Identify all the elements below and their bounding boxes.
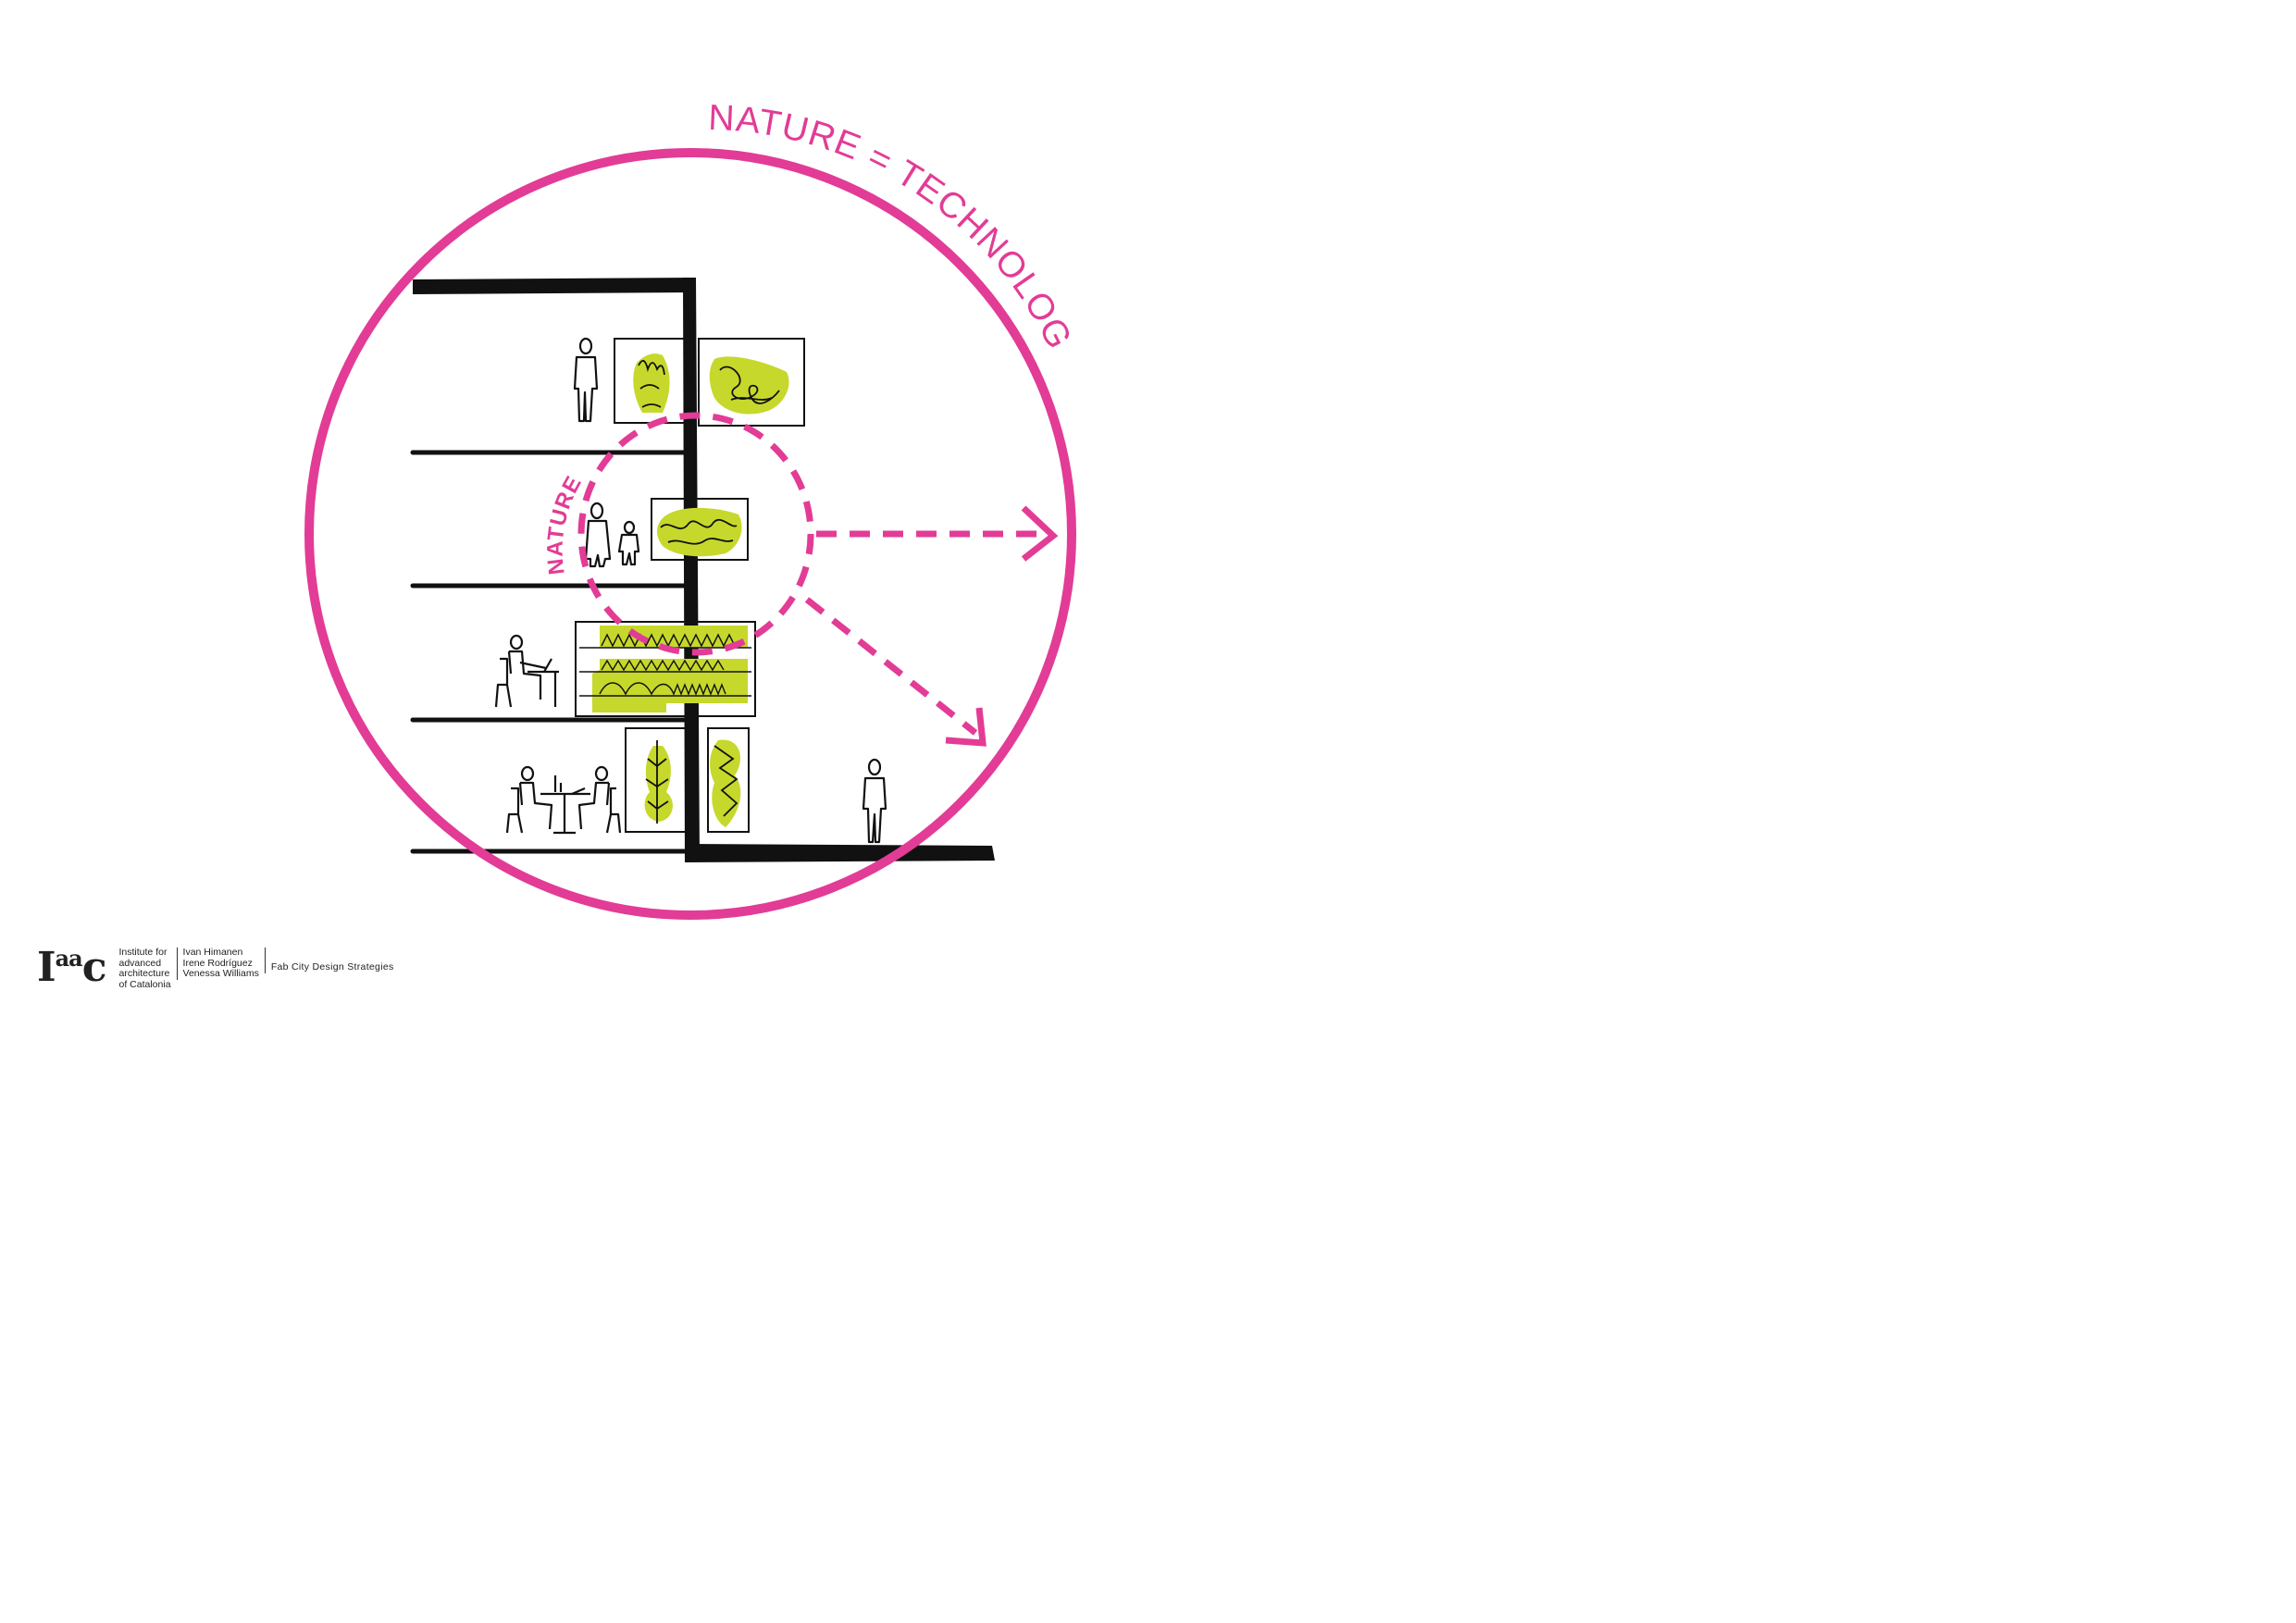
person-standing-floor1-icon [573,337,599,423]
planter-floor1-outside [698,338,805,427]
person-adult-floor2-icon [584,502,612,568]
arrow-diagonal-shaft [804,597,978,736]
arrow-diagonal-head [945,707,987,747]
planter-floor4-inside [625,727,689,833]
project-title: Fab City Design Strategies [264,948,400,973]
planter-floor1-inside [614,338,691,424]
person-working-floor3-icon [494,634,559,708]
person-child-floor2-icon [617,520,640,566]
institute-name: Institute for advanced architecture of C… [118,947,171,990]
planter-floor4-outside [707,727,750,833]
planter-floor3 [575,621,756,717]
building-section [410,278,995,862]
iaac-logo: Iaac [37,944,106,991]
diagram-canvas: NATURE = TECHNOLOGY NATURE [0,0,1079,920]
ground-line [685,844,995,862]
outer-circle [304,148,1076,920]
planter-floor2 [651,498,749,561]
people [494,337,887,844]
arrow-right-head [1021,505,1059,562]
outer-circle-label: NATURE = TECHNOLOGY [0,0,1079,355]
people-dining-floor4-icon [505,765,622,835]
person-standing-ground-icon [862,758,887,844]
roof-slab [413,278,696,294]
magenta-overlay [304,148,1076,920]
inner-dashed-circle [577,412,814,656]
footer: Iaac Institute for advanced architecture… [37,944,400,994]
authors-list: Ivan Himanen Irene Rodríguez Venessa Wil… [176,947,265,980]
planters [575,338,805,833]
